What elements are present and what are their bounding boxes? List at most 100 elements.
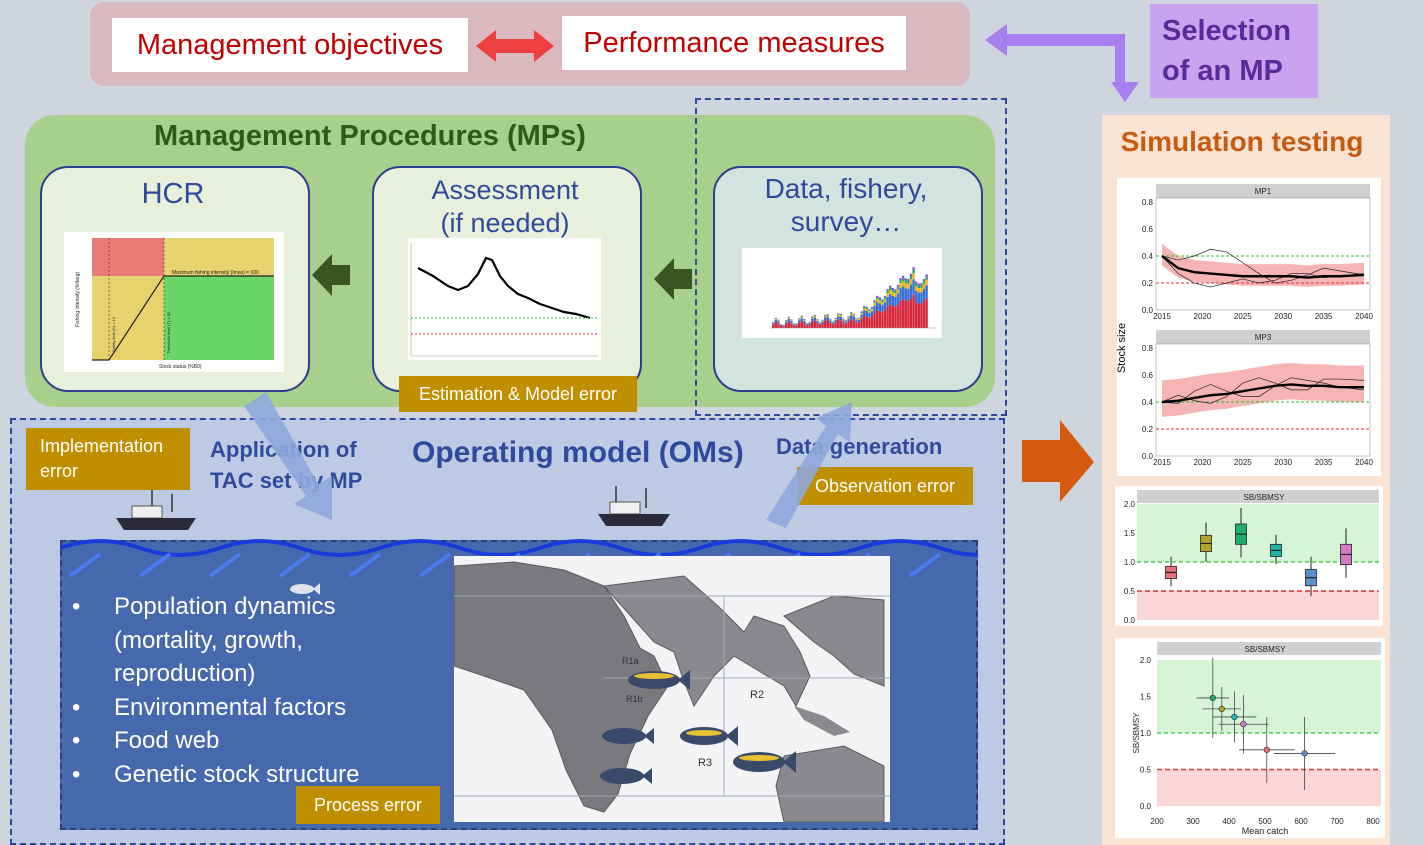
catch-bar — [915, 286, 918, 291]
catch-bar — [772, 323, 775, 325]
catch-bar — [881, 312, 884, 328]
scatter-point — [1218, 705, 1225, 713]
catch-bar — [785, 320, 788, 322]
x-tick-label: 2025 — [1234, 458, 1252, 467]
catch-bar — [850, 319, 853, 328]
median-line — [1161, 383, 1364, 404]
catch-bar — [842, 318, 845, 320]
catch-bar — [837, 314, 840, 317]
catch-bar — [834, 319, 837, 323]
catch-bar — [912, 294, 915, 328]
catch-bar — [829, 319, 832, 320]
bullet-item: Population dynamics — [114, 593, 336, 620]
catch-bar — [847, 318, 850, 322]
catch-bar — [831, 321, 835, 323]
catch-bar — [863, 310, 866, 316]
catch-bar — [860, 311, 863, 313]
catch-bar — [907, 283, 910, 289]
selection-box: Selection of an MP — [1150, 4, 1318, 98]
catch-bar — [839, 314, 842, 316]
catch-bar — [912, 267, 915, 270]
catch-bar — [829, 319, 832, 321]
catch-bar — [925, 298, 928, 328]
catch-bar — [839, 313, 842, 315]
catch-bar — [777, 321, 780, 324]
catch-bar — [909, 275, 913, 280]
catch-bar — [821, 320, 824, 322]
catch-bar — [889, 285, 892, 288]
data-generation-label: Data generation — [776, 434, 943, 459]
catch-bar — [868, 313, 871, 318]
catch-bar — [889, 304, 892, 328]
bullet-item: (mortality, growth, — [114, 626, 303, 654]
catch-bar — [818, 323, 822, 325]
catch-bar — [896, 284, 900, 287]
catch-bar — [790, 320, 793, 322]
scatter-strip — [1157, 642, 1381, 655]
catch-bar — [837, 319, 840, 328]
catch-bar — [925, 279, 928, 286]
catch-bar — [889, 287, 892, 290]
catch-bar — [863, 307, 866, 309]
catch-bar — [920, 283, 923, 286]
catch-bar — [907, 280, 910, 284]
observation-error-label: Observation error — [797, 467, 973, 505]
catch-bar — [803, 319, 806, 321]
catch-bar — [774, 322, 777, 328]
catch-bar — [915, 283, 918, 287]
management-objectives-box: Management objectives — [112, 18, 468, 72]
catch-bar — [839, 316, 842, 321]
uncertainty-ribbon — [1162, 362, 1364, 417]
catch-bar — [857, 318, 861, 319]
catch-bar — [907, 288, 910, 302]
catch-bar — [795, 324, 798, 326]
catch-bar — [790, 319, 793, 321]
stock-size-label: Stock size — [1116, 322, 1129, 374]
catch-bar — [899, 288, 902, 301]
catch-bar — [785, 321, 788, 324]
catch-bar — [787, 319, 790, 322]
catch-bar — [774, 318, 777, 320]
catch-bar — [912, 269, 915, 274]
catch-bar — [917, 292, 920, 304]
catch-bar — [813, 317, 816, 321]
catch-bar — [894, 289, 897, 291]
catch-bar — [878, 303, 881, 312]
catch-bar — [855, 319, 858, 321]
catch-bar — [808, 322, 811, 323]
catch-bar — [811, 316, 814, 318]
data-line2: survey… — [790, 206, 902, 237]
y-tick-label: 0.5 — [1140, 766, 1152, 775]
mp-title: Management Procedures (MPs) — [154, 120, 586, 152]
catch-bar — [886, 292, 889, 297]
worm-line — [1161, 377, 1365, 404]
catch-bar — [850, 313, 853, 316]
catch-bar — [881, 302, 884, 306]
catch-bar — [891, 289, 894, 292]
x-tick-label: 2040 — [1355, 312, 1373, 321]
catch-bar — [870, 309, 874, 312]
catch-bar — [865, 306, 868, 308]
catch-bar — [876, 310, 879, 328]
hcr-safety-label: Safety limit (S) = 10 — [111, 316, 116, 352]
catch-bar — [915, 281, 918, 284]
catch-bar — [777, 323, 780, 328]
panel-plot — [1155, 197, 1371, 311]
y-tick-label: 0.0 — [1140, 802, 1152, 811]
catch-bar — [816, 319, 819, 320]
catch-bar — [829, 320, 832, 323]
x-tick-label: 2030 — [1274, 312, 1292, 321]
catch-bar — [777, 319, 780, 321]
assessment-title: Assessment (if needed) — [372, 174, 638, 240]
catch-bar — [821, 321, 824, 324]
catch-bar — [826, 314, 829, 316]
assessment-line1: Assessment — [431, 175, 579, 205]
panel-strip — [1156, 184, 1370, 198]
catch-bar — [787, 317, 790, 318]
catch-bar — [920, 303, 923, 328]
catch-bar — [873, 305, 876, 313]
selection-arrow-icon — [985, 24, 1139, 102]
bullet-icon: • — [72, 693, 81, 721]
catch-bar — [844, 320, 848, 322]
